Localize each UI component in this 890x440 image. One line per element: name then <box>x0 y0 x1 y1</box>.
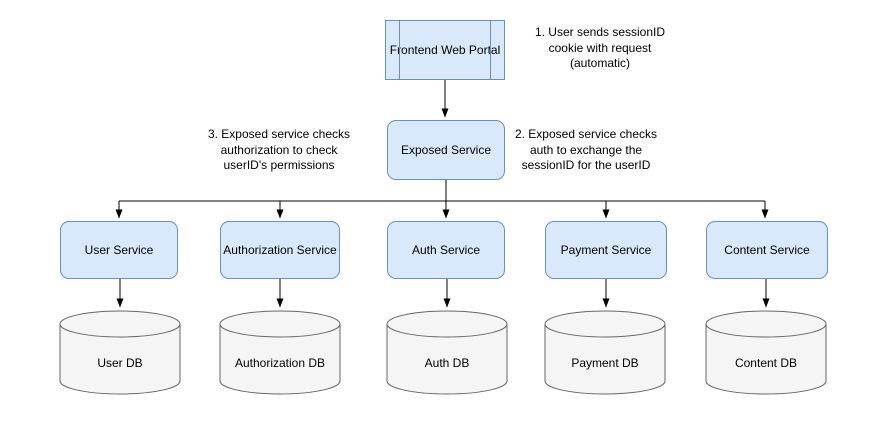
database-cylinder-icon <box>544 310 666 395</box>
authorization-service-label: Authorization Service <box>223 242 337 257</box>
payment-service-label: Payment Service <box>560 242 652 257</box>
content-service-label: Content Service <box>724 242 810 257</box>
user-service-node: User Service <box>60 221 178 279</box>
process-divider-right <box>490 21 491 79</box>
auth-service-node: Auth Service <box>387 221 505 279</box>
exposed-service-label: Exposed Service <box>400 142 492 157</box>
content-service-node: Content Service <box>706 221 828 279</box>
database-cylinder-icon <box>59 310 181 395</box>
database-cylinder-icon <box>219 310 341 395</box>
payment-service-node: Payment Service <box>545 221 667 279</box>
annotation-2: 2. Exposed service checks auth to exchan… <box>514 127 658 172</box>
user-service-label: User Service <box>84 242 154 257</box>
payment-db-label: Payment DB <box>571 356 639 370</box>
database-cylinder-icon <box>705 310 827 395</box>
annotation-1: 1. User sends sessionID cookie with requ… <box>534 25 666 70</box>
annotation-3: 3. Exposed service checks authorization … <box>207 127 351 172</box>
authorization-db-label: Authorization DB <box>234 356 326 370</box>
user-db-node: User DB <box>59 310 181 395</box>
user-db-label: User DB <box>97 356 143 370</box>
authorization-db-node: Authorization DB <box>219 310 341 395</box>
authorization-service-node: Authorization Service <box>220 221 340 279</box>
process-divider-left <box>399 21 400 79</box>
auth-db-label: Auth DB <box>424 356 470 370</box>
frontend-web-portal-node: Frontend Web Portal <box>385 20 505 80</box>
exposed-service-node: Exposed Service <box>387 120 505 180</box>
frontend-web-portal-label: Frontend Web Portal <box>389 42 501 57</box>
payment-db-node: Payment DB <box>544 310 666 395</box>
database-cylinder-icon <box>386 310 508 395</box>
auth-db-node: Auth DB <box>386 310 508 395</box>
auth-service-label: Auth Service <box>411 242 481 257</box>
content-db-node: Content DB <box>705 310 827 395</box>
content-db-label: Content DB <box>734 356 798 370</box>
